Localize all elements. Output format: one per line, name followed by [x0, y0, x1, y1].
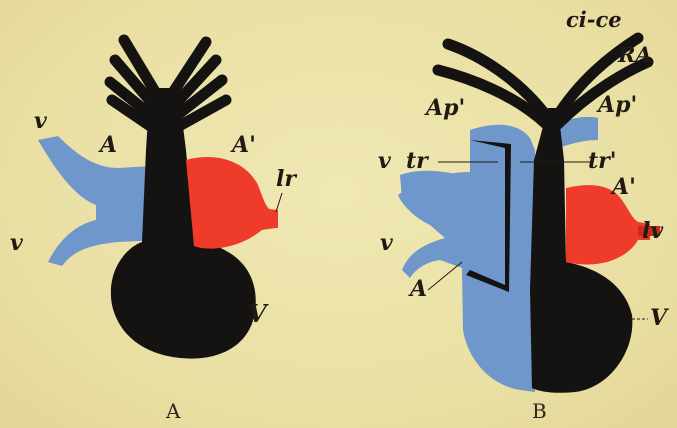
label-b-lung-vein: lv: [642, 218, 663, 244]
label-a-ventricle: V: [248, 299, 269, 328]
diagram-a-arch-branches: [110, 40, 226, 130]
caption-a: A: [165, 399, 181, 423]
diagram-a-lung-vein: [258, 208, 278, 228]
label-b-pulmonary-right: Ap': [596, 92, 637, 118]
label-b-truncus-right: tr': [588, 148, 617, 174]
label-b-left-atrium: A: [408, 276, 427, 302]
label-b-right-atrium: A': [610, 174, 636, 200]
diagram-a: [38, 40, 278, 359]
label-a-lung-vein: lr: [276, 166, 297, 192]
leader-a-lung-vein: [276, 193, 282, 212]
label-b-vein-top: v: [378, 148, 391, 174]
leader-b-left-atrium: [428, 262, 462, 290]
label-a-right-atrium: A': [230, 132, 256, 158]
label-b-carotid: ci-ce: [566, 7, 622, 32]
label-a-vein-top: v: [34, 108, 47, 134]
caption-b: B: [532, 399, 547, 423]
label-b-ventricle: V: [650, 305, 669, 331]
label-b-aortic-root: RA: [617, 42, 652, 67]
label-b-truncus-left: tr: [406, 148, 429, 174]
label-b-vein-bottom: v: [380, 230, 393, 256]
diagram-b-right-atrium: [566, 185, 650, 264]
label-a-left-atrium: A: [98, 132, 117, 158]
label-b-pulmonary-left: Ap': [424, 95, 465, 121]
diagram-a-right-atrium: [186, 157, 275, 249]
label-a-vein-bottom: v: [10, 230, 23, 256]
